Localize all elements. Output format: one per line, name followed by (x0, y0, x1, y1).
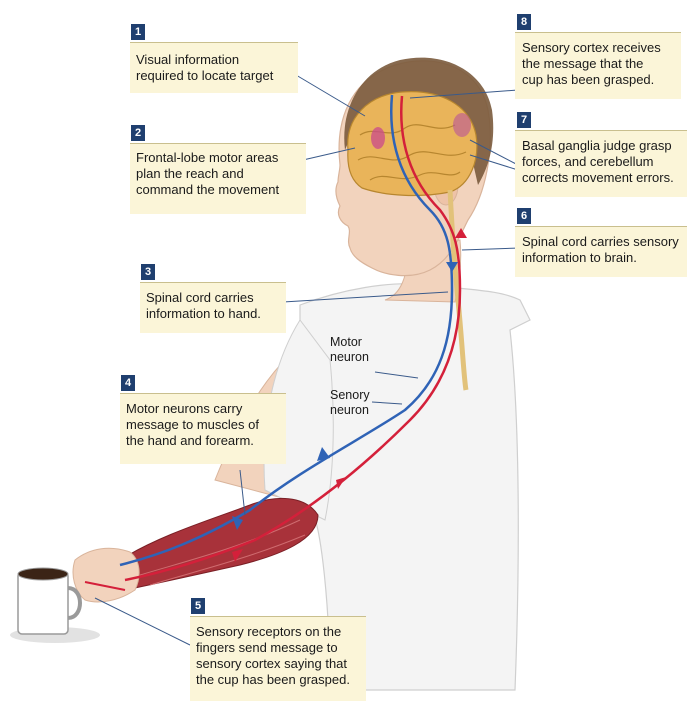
callout-2-text: Frontal-lobe motor areas plan the reach … (136, 150, 279, 198)
callout-6-text: Spinal cord carries sensory information … (522, 234, 679, 266)
callout-6-number: 6 (517, 208, 531, 224)
forearm-muscle (120, 498, 318, 590)
callout-5-number: 5 (191, 598, 205, 614)
callout-5-text: Sensory receptors on the fingers send me… (196, 624, 350, 688)
callout-1-number: 1 (131, 24, 145, 40)
callout-4-number: 4 (121, 375, 135, 391)
cerebellum (453, 113, 471, 137)
callout-8-number: 8 (517, 14, 531, 30)
callout-1-text: Visual information required to locate ta… (136, 52, 273, 84)
callout-8-text: Sensory cortex receives the message that… (522, 40, 661, 88)
basal-ganglia (371, 127, 385, 149)
hand (73, 548, 139, 602)
motor-neuron-label: Motor neuron (330, 335, 369, 365)
callout-2-number: 2 (131, 125, 145, 141)
callout-3-text: Spinal cord carries information to hand. (146, 290, 261, 322)
callout-4-text: Motor neurons carry message to muscles o… (126, 401, 259, 449)
callout-3-number: 3 (141, 264, 155, 280)
sensory-neuron-label: Senory neuron (330, 388, 370, 418)
callout-7-number: 7 (517, 112, 531, 128)
callout-7-text: Basal ganglia judge grasp forces, and ce… (522, 138, 674, 186)
brain-icon (348, 92, 477, 196)
